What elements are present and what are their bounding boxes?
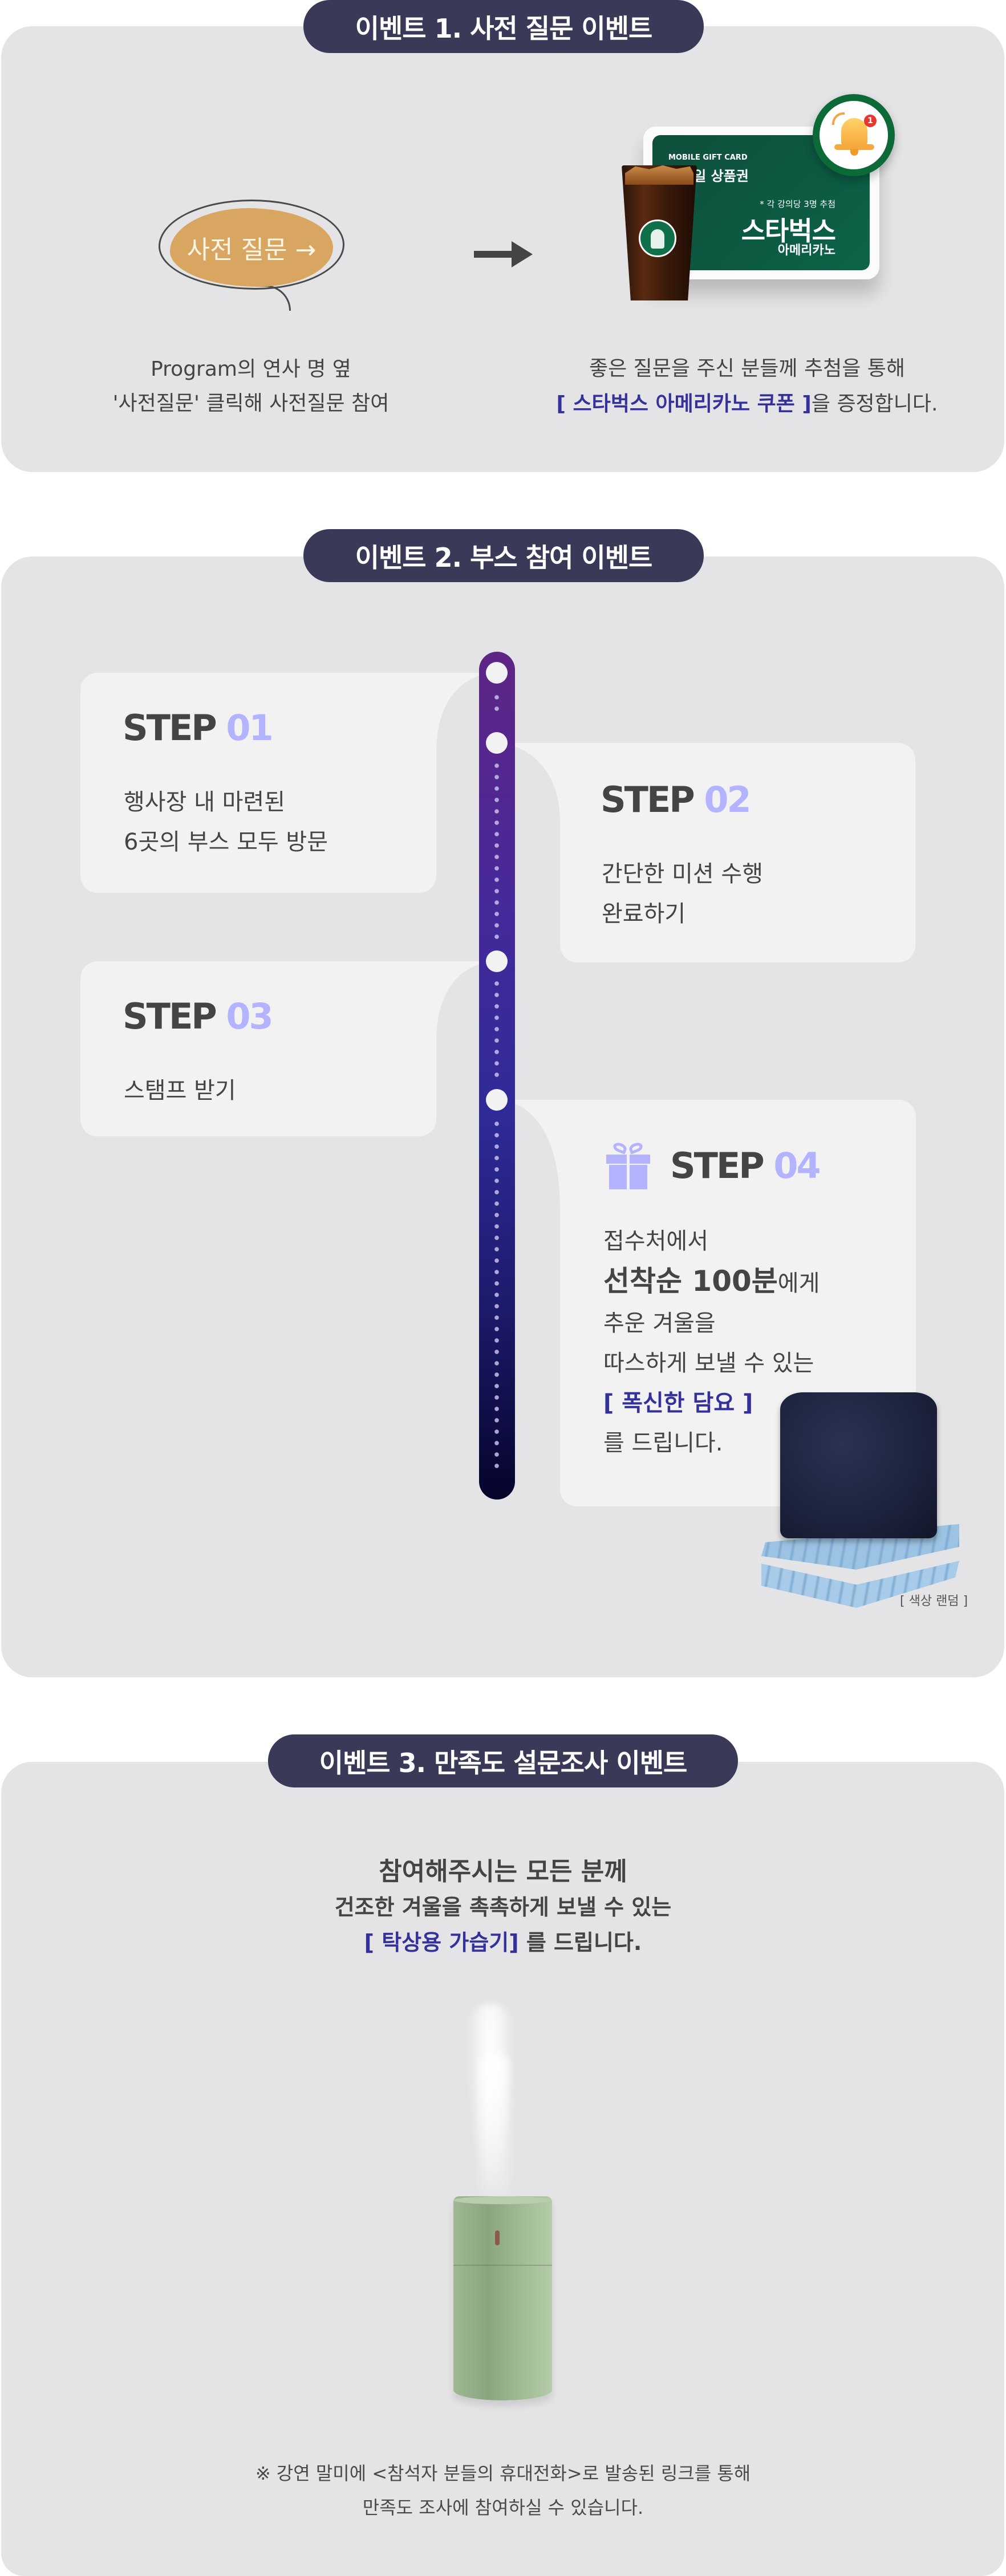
gift-card-note: * 각 강의당 3명 추첨	[760, 199, 835, 209]
step-2-line-2: 완료하기	[602, 901, 686, 927]
step-4-line-2-suffix: 에게	[777, 1270, 820, 1297]
right-arrow-head-icon	[512, 241, 533, 267]
event2-badge: 이벤트 2. 부스 참여 이벤트	[303, 529, 704, 582]
gift-card-product: 아메리카노	[777, 243, 835, 258]
step-2-body: 간단한 미션 수행 완료하기	[602, 854, 763, 934]
step-number: 02	[704, 779, 751, 820]
step-card-1	[80, 673, 436, 893]
step-1-line-2: 6곳의 부스 모두 방문	[124, 829, 328, 855]
event3-line-3: [ 탁상용 가습기] 를 드립니다.	[0, 1925, 1006, 1956]
timeline-node-2	[486, 732, 508, 754]
left-desc-line-1: Program의 연사 명 옆	[151, 357, 351, 381]
blanket-highlight: [ 폭신한 담요 ]	[603, 1390, 753, 1416]
bell-icon	[841, 118, 867, 145]
step-3-body: 스탬프 받기	[124, 1071, 236, 1111]
step-3-title: STEP 03	[123, 996, 274, 1037]
steam-trail	[480, 2053, 509, 2201]
step-4-line-1: 접수처에서	[603, 1228, 708, 1254]
notification-badge: 1	[864, 115, 877, 127]
connector-step1	[436, 673, 490, 753]
step-card-2	[560, 743, 915, 962]
step-4-line-3: 추운 겨울을	[603, 1310, 716, 1336]
bell-wave-icon	[832, 112, 845, 125]
pre-question-button[interactable]: 사전 질문 →	[170, 208, 333, 287]
event3-footnote: ※ 강연 말미에 <참석자 분들의 휴대전화>로 발송된 링크를 통해 만족도 …	[0, 2456, 1006, 2525]
step-2-line-1: 간단한 미션 수행	[602, 861, 764, 887]
footnote-line-2: 만족도 조사에 참여하실 수 있습니다.	[362, 2497, 644, 2518]
step-number: 01	[226, 707, 273, 749]
step-connectors	[436, 673, 560, 1209]
step-4-line-6: 를 드립니다.	[603, 1430, 723, 1456]
step-1-title: STEP 01	[123, 707, 274, 749]
event3-line-3-suffix: 를 드립니다.	[518, 1930, 642, 1955]
step-4-body: 접수처에서 선착순 100분에게 추운 겨울을 따스하게 보낼 수 있는 [ 폭…	[603, 1221, 820, 1463]
right-desc-line-1: 좋은 질문을 주신 분들께 추첨을 통해	[589, 357, 906, 380]
right-desc-line-2: [ 스타벅스 아메리카노 쿠폰 ]을 증정합니다.	[513, 387, 981, 422]
event3-line-1: 참여해주시는 모든 분께	[379, 1857, 627, 1886]
humidifier-seam	[453, 2265, 552, 2266]
timeline-dots	[494, 978, 499, 1080]
humidifier-image	[453, 2196, 552, 2400]
step-number: 03	[226, 996, 273, 1037]
timeline-dots	[494, 692, 499, 714]
timeline-dots	[494, 760, 499, 942]
humidifier-led	[495, 2230, 500, 2245]
timeline-dots	[494, 1118, 499, 1472]
bell-notification-icon: 1	[813, 94, 895, 176]
humidifier-top	[453, 2196, 552, 2204]
timeline-track	[479, 652, 515, 1500]
pre-question-label: 사전 질문 →	[186, 235, 317, 265]
bell-clapper	[850, 149, 858, 156]
bell-lip	[834, 144, 874, 150]
iced-americano-image	[622, 165, 697, 300]
step-label: STEP	[670, 1145, 765, 1187]
timeline-node-1	[486, 662, 508, 684]
left-desc-line-2: '사전질문' 클릭해 사전질문 참여	[112, 392, 390, 415]
step-2-title: STEP 02	[601, 779, 752, 820]
step-card-3	[80, 961, 436, 1136]
event3-badge: 이벤트 3. 만족도 설문조사 이벤트	[268, 1734, 738, 1787]
event1-right-description: 좋은 질문을 주신 분들께 추첨을 통해 [ 스타벅스 아메리카노 쿠폰 ]을 …	[513, 351, 981, 422]
right-arrow-icon	[474, 251, 514, 258]
step-1-body: 행사장 내 마련된 6곳의 부스 모두 방문	[124, 782, 328, 862]
timeline-node-4	[486, 1089, 508, 1111]
cup-ice	[625, 165, 693, 185]
step-4-title: STEP 04	[670, 1145, 821, 1187]
footnote-line-1: ※ 강연 말미에 <참석자 분들의 휴대전화>로 발송된 링크를 통해	[255, 2463, 751, 2484]
starbucks-logo-icon	[639, 220, 676, 257]
gift-icon	[606, 1141, 650, 1189]
right-desc-suffix: 을 증정합니다.	[811, 392, 938, 416]
cushion-image	[780, 1392, 937, 1538]
connector-step4	[502, 1100, 560, 1209]
step-4-line-2: 선착순 100분에게	[603, 1261, 820, 1303]
connector-step2	[502, 743, 560, 821]
gift-card-brand: 스타벅스	[741, 216, 836, 246]
color-random-note: [ 색상 랜덤 ]	[900, 1594, 968, 1608]
event1-left-description: Program의 연사 명 옆 '사전질문' 클릭해 사전질문 참여	[80, 352, 422, 421]
step-3-line-1: 스탬프 받기	[124, 1078, 236, 1104]
first-come-highlight: 선착순 100분	[603, 1265, 778, 1298]
gift-card-subtitle: MOBILE GIFT CARD	[668, 153, 748, 162]
step-label: STEP	[123, 996, 217, 1037]
connector-step3	[436, 961, 490, 1041]
step-4-line-4: 따스하게 보낼 수 있는	[603, 1350, 814, 1376]
step-label: STEP	[601, 779, 695, 820]
timeline-node-3	[486, 950, 508, 972]
event3-line-2: 건조한 겨울을 촉촉하게 보낼 수 있는	[334, 1895, 672, 1920]
humidifier-highlight: [ 탁상용 가습기]	[364, 1930, 519, 1955]
step-number: 04	[773, 1145, 821, 1187]
step-label: STEP	[123, 707, 217, 749]
coupon-highlight: [ 스타벅스 아메리카노 쿠폰 ]	[556, 392, 812, 416]
speech-bubble-outline	[159, 200, 344, 290]
event1-badge: 이벤트 1. 사전 질문 이벤트	[303, 0, 704, 53]
step-1-line-1: 행사장 내 마련된	[124, 789, 286, 815]
